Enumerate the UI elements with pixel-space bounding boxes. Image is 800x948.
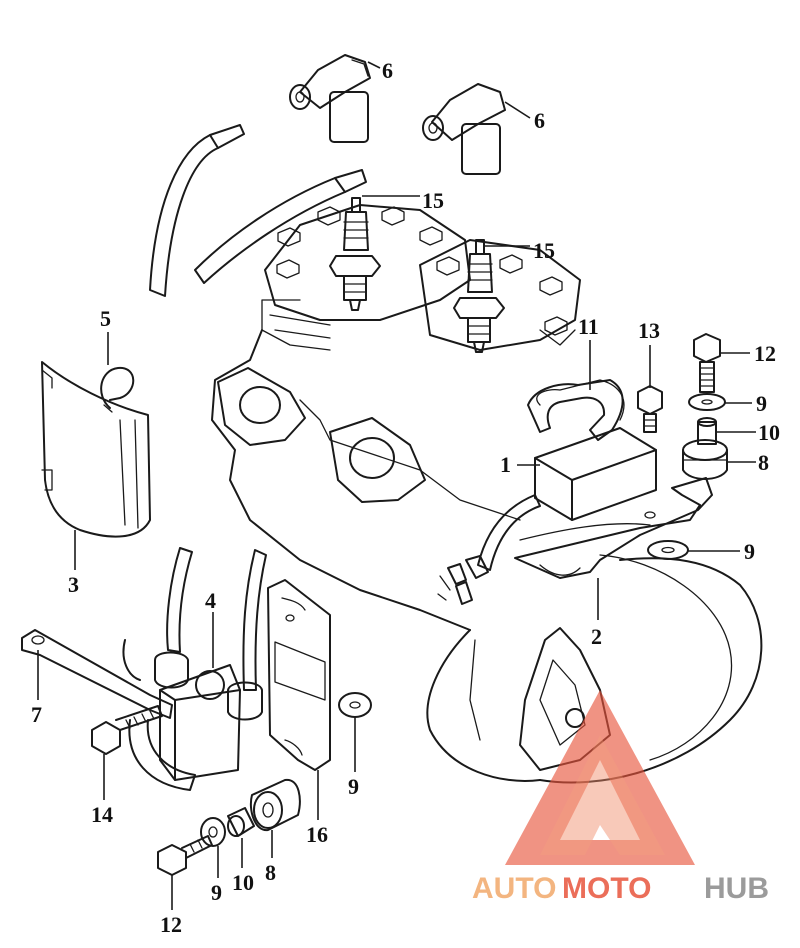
- high-tension-lead-right: [194, 169, 367, 284]
- callout-9-left-plate: 9: [348, 774, 359, 799]
- coil-bracket-left: [21, 629, 196, 791]
- callout-6-upper: 6: [382, 58, 393, 83]
- washer-9-left-plate: [338, 692, 372, 718]
- collar-10-right: [697, 417, 717, 445]
- callout-9-right-upper: 9: [756, 391, 767, 416]
- coil-harness: [437, 494, 541, 605]
- coil-cover: [41, 361, 151, 538]
- callout-14: 14: [91, 802, 113, 827]
- watermark-text-hub: HUB: [704, 872, 769, 905]
- spark-plug-left: [329, 197, 381, 311]
- callout-8-left: 8: [265, 860, 276, 885]
- mounting-plate-left: [267, 579, 331, 771]
- callout-13: 13: [638, 318, 660, 343]
- collar-10-left: [227, 807, 255, 837]
- callout-11: 11: [578, 314, 599, 339]
- watermark-triangle-icon: [505, 690, 695, 865]
- callout-12-left: 12: [160, 912, 182, 937]
- bolt-14: [91, 705, 163, 755]
- high-tension-lead-left: [149, 124, 245, 297]
- spark-plug-cap-lower: [422, 83, 506, 175]
- callout-7: 7: [31, 702, 42, 727]
- callout-12-right: 12: [754, 341, 776, 366]
- spark-plug-right: [453, 239, 505, 353]
- grommet-8-left: [249, 778, 301, 832]
- callout-10-left: 10: [232, 870, 254, 895]
- mounting-plate: [514, 477, 713, 579]
- callout-9-left-lower: 9: [211, 880, 222, 905]
- washer-9-right-lower: [647, 540, 689, 560]
- exhaust-flange-right: [329, 417, 426, 503]
- callout-4: 4: [205, 588, 216, 613]
- grommet-8-right: [682, 439, 728, 480]
- exhaust-flange-left: [217, 367, 306, 446]
- washer-9-right-upper: [688, 393, 726, 411]
- washer-9-left-lower: [200, 817, 226, 847]
- bolt-13: [637, 385, 663, 433]
- ignition-coil-left: [154, 547, 267, 781]
- watermark-text-auto: AUTO: [472, 872, 556, 905]
- callout-labels: 6 6 15 15 5 11 13 12 9 10 8 1 9 2 3 4 7 …: [31, 58, 780, 937]
- coil-bracket: [527, 379, 624, 441]
- bolt-12-right: [693, 333, 721, 393]
- callout-6-lower: 6: [534, 108, 545, 133]
- bolt-12-left: [157, 835, 213, 876]
- callout-10-right: 10: [758, 420, 780, 445]
- watermark-text-moto: MOTO: [562, 872, 651, 905]
- leader-lines: [37, 61, 756, 910]
- spark-plug-cap-upper: [289, 54, 371, 143]
- callout-15-right: 15: [533, 238, 555, 263]
- callout-1: 1: [500, 452, 511, 477]
- callout-15-left: 15: [422, 188, 444, 213]
- callout-8-right: 8: [758, 450, 769, 475]
- watermark-logo: AUTO MOTO HUB: [472, 690, 769, 905]
- callout-3: 3: [68, 572, 79, 597]
- callout-5: 5: [100, 306, 111, 331]
- wire-clip: [100, 366, 135, 413]
- callout-9-right-lower: 9: [744, 539, 755, 564]
- callout-16: 16: [306, 822, 328, 847]
- callout-2: 2: [591, 624, 602, 649]
